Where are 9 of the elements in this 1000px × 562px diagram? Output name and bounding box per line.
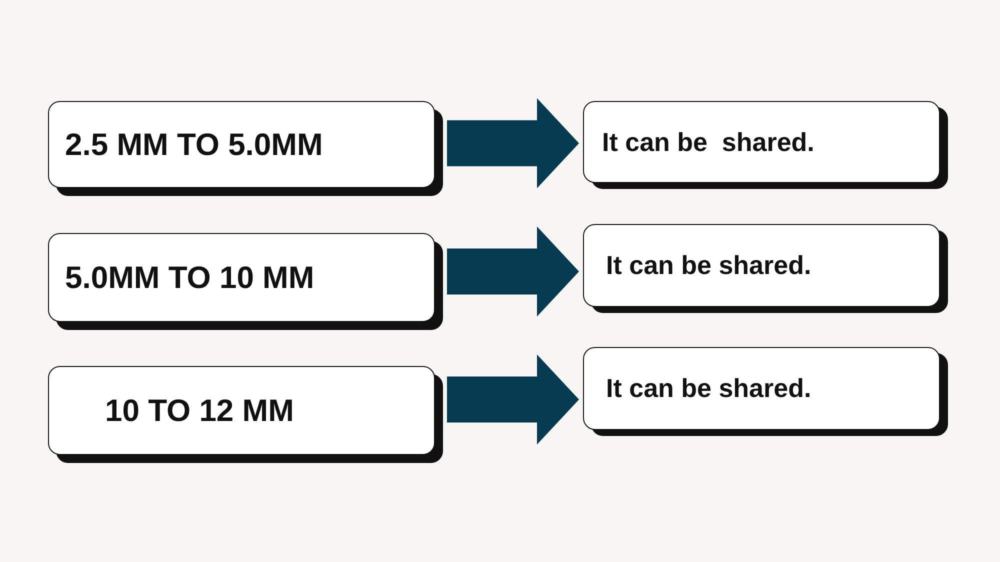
box-label: It can be shared. (606, 250, 812, 281)
box-label: It can be shared. (606, 373, 812, 404)
box-label: 2.5 MM TO 5.0MM (65, 126, 323, 162)
box-label: 5.0MM TO 10 MM (65, 260, 314, 296)
block-arrow (447, 98, 579, 188)
box-label: It can be shared. (602, 126, 814, 158)
block-arrow (447, 354, 579, 444)
block-arrow (447, 226, 579, 316)
box-label: 10 TO 12 MM (105, 392, 294, 428)
